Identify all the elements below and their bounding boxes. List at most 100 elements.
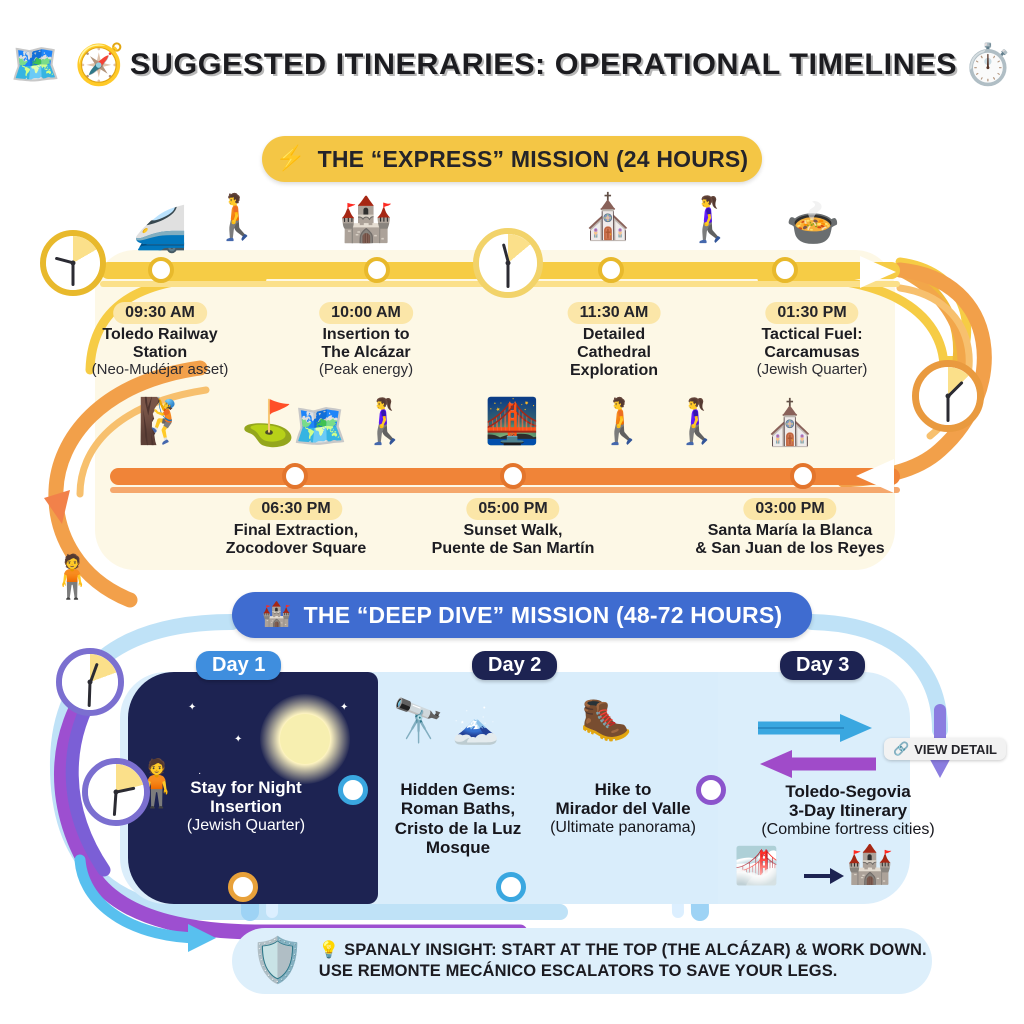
alcazar-icon: 🏰 [846, 844, 894, 886]
express-stop-6: Sunset Walk, Puente de San Martín [431, 522, 595, 557]
express-node-4[interactable] [772, 257, 798, 283]
express-stop-3: Detailed Cathedral Exploration [569, 326, 659, 379]
scene-cathedral: ⛪ [581, 196, 636, 240]
insight-footer: 🛡️ 💡 SPANALY INSIGHT: START AT THE TOP (… [232, 928, 932, 994]
moon-icon [280, 714, 330, 764]
express-rail-row2-shadow [110, 487, 900, 493]
express-mission-banner[interactable]: ⚡ THE “EXPRESS” MISSION (24 HOURS) [262, 136, 762, 182]
star-icon: · [198, 768, 202, 779]
train-icon: 🚄 [132, 205, 188, 254]
lightbulb-icon: 💡 [318, 940, 340, 959]
deep-dive-node-1[interactable] [338, 775, 368, 805]
express-time-7: 03:00 PM [743, 498, 837, 520]
scene-backpacker: 🧗 [138, 400, 193, 444]
day1-badge[interactable]: Day 1 [196, 651, 282, 680]
express-node-2[interactable] [364, 257, 390, 283]
synagogue-monastery-icon: ⛪ [762, 399, 818, 448]
clock-night-2 [82, 758, 150, 826]
deep-dive-mission-banner[interactable]: 🏰 THE “DEEP DIVE” MISSION (48-72 HOURS) [232, 592, 812, 638]
express-time-4: 01:30 PM [765, 302, 859, 324]
backpacker-icon: 🧗 [137, 397, 193, 446]
walking-person-icon: 🚶‍♀️ [669, 397, 725, 446]
view-detail-button[interactable]: 🔗 VIEW DETAIL [884, 738, 1006, 760]
map-node-icon: 🗺️ [292, 402, 348, 451]
link-icon: 🔗 [893, 741, 910, 756]
clock-1130 [473, 228, 543, 298]
scene-walker-4: 🚶‍♀️ [670, 400, 725, 444]
scene-stew: 🍲 [786, 202, 841, 246]
scene-synagogue-monastery: ⛪ [763, 402, 818, 446]
express-mission-banner-label: THE “EXPRESS” MISSION (24 HOURS) [317, 145, 749, 172]
page-title: 🗺️ 🧭 SUGGESTED ITINERARIES: OPERATIONAL … [0, 28, 1024, 102]
scene-walker-3: 🚶‍♀️ [358, 400, 413, 444]
deep-dive-mission-banner-label: THE “DEEP DIVE” MISSION (48-72 HOURS) [303, 601, 783, 628]
express-time-3: 11:30 AM [567, 302, 661, 324]
bridge-sunset-icon: 🌉 [484, 397, 540, 446]
day2-panel [378, 672, 718, 904]
castle-icon: 🏰 [261, 601, 292, 628]
star-icon: ✦ [340, 702, 349, 713]
scene-castle: 🏰 [339, 198, 394, 242]
express-node-3[interactable] [598, 257, 624, 283]
cave-icon: 🗻 [452, 704, 500, 746]
express-time-5: 06:30 PM [249, 498, 343, 520]
express-time-2: 10:00 AM [319, 302, 413, 324]
deep-dive-node-2[interactable] [696, 775, 726, 805]
hiking-boot-icon: 🥾 [580, 695, 633, 742]
clock-night-1 [56, 648, 124, 716]
insight-line-2: USE REMONTE MECÁNICO ESCALATORS TO SAVE … [318, 962, 838, 980]
day1-night-panel: ✦ ✦ · ✦ [128, 672, 378, 904]
hiker-icon: 🚶 [209, 193, 265, 242]
insight-line-1: SPANALY INSIGHT: START AT THE TOP (THE A… [344, 940, 927, 959]
insight-line-1-row: 💡 SPANALY INSIGHT: START AT THE TOP (THE… [319, 940, 927, 961]
day2-col-b-text: Hike to Mirador del Valle (Ultimate pano… [550, 780, 696, 836]
map-icon: 🗺️ [10, 43, 61, 87]
walking-person-icon: 🚶‍♀️ [682, 195, 738, 244]
flag-hill-icon: ⛳ [240, 399, 296, 448]
star-icon: ✦ [234, 734, 243, 745]
aqueduct-icon: 🌁 [734, 845, 779, 886]
compass-icon: 🧭 [74, 43, 125, 87]
lightning-bolt-icon: ⚡ [275, 145, 306, 172]
day3-text: Toledo-Segovia 3-Day Itinerary (Combine … [761, 782, 935, 838]
stew-pot-icon: 🍲 [785, 199, 841, 248]
express-stop-5: Final Extraction, Zocodover Square [225, 522, 367, 557]
insight-footer-text: 💡 SPANALY INSIGHT: START AT THE TOP (THE… [319, 940, 927, 982]
clock-0130 [912, 360, 984, 432]
scene-square-map: 🗺️ [293, 405, 348, 449]
express-node-6[interactable] [500, 463, 526, 489]
express-node-5[interactable] [282, 463, 308, 489]
telescope-icon: 🔭 [392, 697, 445, 744]
view-detail-label: VIEW DETAIL [914, 741, 997, 757]
express-stop-2: Insertion to The Alcázar (Peak energy) [318, 326, 414, 378]
deep-dive-node-4[interactable] [496, 872, 526, 902]
day2-col-a-text: Hidden Gems: Roman Baths, Cristo de la L… [394, 780, 522, 858]
clock-0930 [40, 230, 106, 296]
scene-hiker-hat: 🚶 [595, 400, 650, 444]
castle-icon: 🏰 [338, 195, 394, 244]
express-stop-1: Toledo Railway Station (Neo-Mudéjar asse… [91, 326, 229, 378]
express-time-6: 05:00 PM [466, 498, 560, 520]
cathedral-icon: ⛪ [580, 193, 636, 242]
express-time-1: 09:30 AM [113, 302, 207, 324]
walking-person-icon: 🚶‍♀️ [357, 397, 413, 446]
scene-bridge-sunset: 🌉 [485, 400, 540, 444]
star-icon: ✦ [188, 702, 197, 713]
observer-traveler-icon: 🧍 [46, 553, 99, 600]
day3-badge[interactable]: Day 3 [780, 651, 866, 680]
express-stop-4: Tactical Fuel: Carcamusas (Jewish Quarte… [756, 326, 868, 378]
scene-train: 🚄 [133, 208, 188, 252]
express-stop-7: Santa María la Blanca & San Juan de los … [695, 522, 885, 557]
hiker-icon: 🚶 [594, 397, 650, 446]
day2-badge[interactable]: Day 2 [472, 651, 558, 680]
deep-dive-node-3[interactable] [228, 872, 258, 902]
page-title-text: SUGGESTED ITINERARIES: OPERATIONAL TIMEL… [130, 47, 958, 82]
day1-text: Stay for Night Insertion (Jewish Quarter… [186, 778, 306, 834]
express-node-7[interactable] [790, 463, 816, 489]
shield-icon: 🛡️ [250, 936, 305, 985]
scene-walker-2: 🚶‍♀️ [683, 198, 738, 242]
express-node-1[interactable] [148, 257, 174, 283]
scene-flag-hill: ⛳ [241, 402, 296, 446]
stopwatch-icon: ⏱️ [963, 43, 1014, 87]
